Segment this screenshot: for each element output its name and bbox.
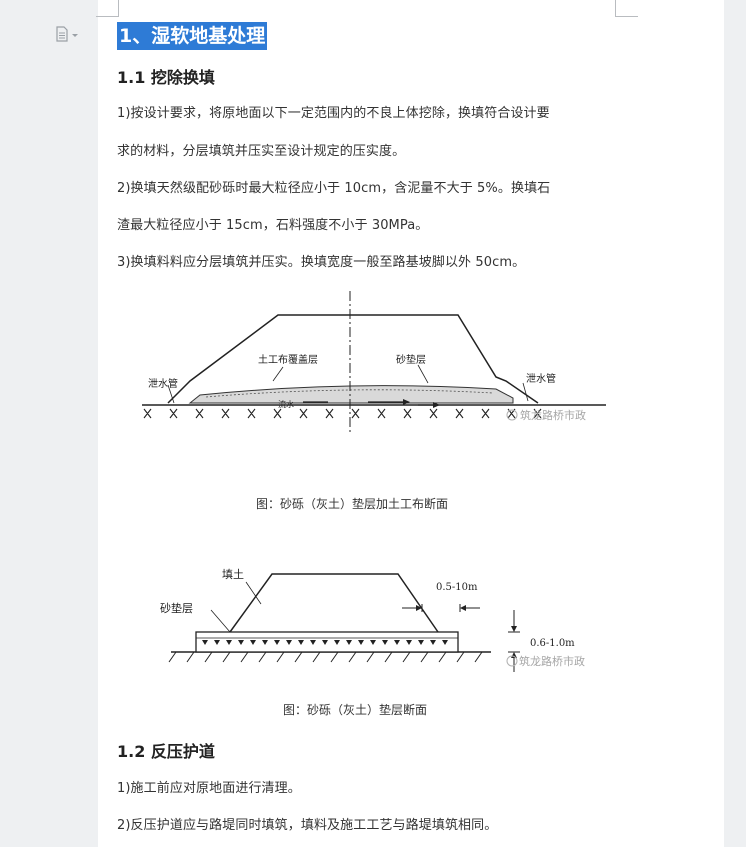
label-drain-right: 泄水管 (526, 372, 556, 385)
ground-hatch-marks (143, 408, 542, 419)
label-sand-layer: 砂垫层 (396, 353, 426, 366)
label-water: 流水 (278, 399, 294, 409)
margin-corner-mark-left (96, 0, 119, 17)
paragraph: 渣最大粒径应小于 15cm，石料强度不小于 30MPa。 (117, 218, 429, 233)
figure-2-diagram: 填土 砂垫层 0.5-10m 0.6-1.0m 筑龙路桥市政 (160, 567, 585, 672)
margin-corner-mark-right (615, 0, 638, 17)
heading-1: 1、湿软地基处理 (117, 22, 268, 50)
watermark-logo-icon (506, 655, 518, 667)
watermark-text: 筑龙路桥市政 (519, 654, 585, 668)
section-1-title: 1.1 挖除换填 (117, 68, 215, 87)
document-page (98, 0, 724, 847)
watermark-logo-icon (506, 409, 518, 421)
embankment-outline (229, 573, 439, 633)
embankment-outline (167, 314, 539, 404)
sand-layer-pattern (202, 640, 448, 645)
label-sand-layer: 砂垫层 (160, 601, 193, 615)
paragraph: 2)换填天然级配砂砾时最大粒径应小于 10cm，含泥量不大于 5%。换填石 (117, 181, 551, 196)
paragraph: 1)按设计要求，将原地面以下一定范围内的不良上体挖除，换填符合设计要 (117, 106, 550, 121)
document-outline-icon[interactable] (55, 26, 81, 42)
paragraph: 2)反压护道应与路堤同时填筑，填料及施工工艺与路堤填筑相同。 (117, 818, 498, 833)
label-thickness: 0.6-1.0m (530, 638, 575, 649)
paragraph: 1)施工前应对原地面进行清理。 (117, 781, 301, 796)
label-geotextile: 土工布覆盖层 (258, 353, 318, 366)
sand-layer (195, 631, 459, 653)
paragraph: 求的材料，分层填筑并压实至设计规定的压实度。 (117, 144, 406, 159)
ground-hatch-marks (168, 651, 483, 663)
figure-1-caption: 图：砂砾（灰土）垫层加土工布断面 (256, 497, 449, 511)
label-drain-left: 泄水管 (148, 377, 178, 390)
paragraph: 3)换填料料应分层填筑并压实。换填宽度一般至路基坡脚以外 50cm。 (117, 255, 526, 270)
figure-2-caption: 图：砂砾（灰土）垫层断面 (283, 703, 428, 717)
figure-1-diagram: 泄水管 土工布覆盖层 砂垫层 泄水管 流水 筑龙路桥市政 (142, 291, 606, 435)
label-fill: 填土 (222, 567, 244, 581)
section-2-title: 1.2 反压护道 (117, 742, 215, 761)
sand-layer (188, 385, 514, 404)
label-width: 0.5-10m (436, 582, 478, 593)
watermark-text: 筑龙路桥市政 (520, 408, 586, 422)
